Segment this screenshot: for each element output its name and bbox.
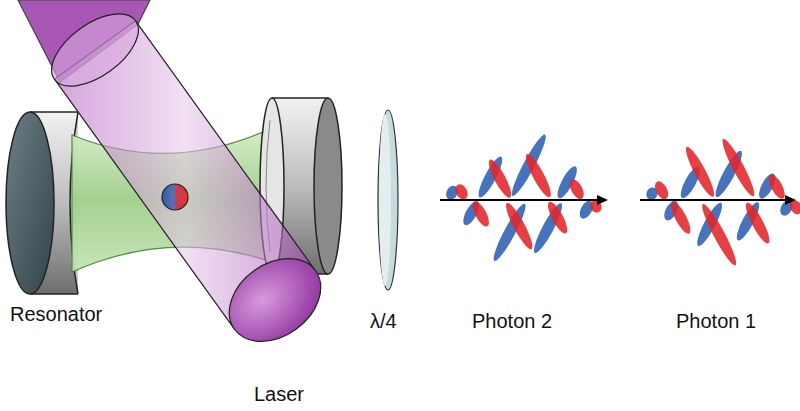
wave-lobe [544, 199, 570, 235]
wave-lobe [567, 177, 587, 201]
wave-lobe [766, 172, 788, 201]
part-label: Photon 2 [472, 310, 552, 332]
wave-lobe [522, 151, 555, 199]
photon-packet [644, 137, 800, 268]
photon-packet [444, 132, 604, 263]
part-label: Photon 1 [676, 310, 756, 332]
part-label: Resonator [10, 303, 102, 325]
wave-lobe [682, 144, 718, 199]
wave-lobe [652, 179, 671, 201]
quarter-wave-plate [378, 110, 398, 290]
part-label: Laser [254, 383, 304, 405]
wave-lobe [742, 200, 773, 246]
wave-lobe [485, 157, 515, 200]
propagation-axis [440, 195, 796, 205]
part-label: λ/4 [370, 310, 397, 332]
wave-lobe [502, 200, 536, 251]
wave-lobe [668, 200, 694, 237]
wave-lobe [718, 137, 758, 199]
wave-lobe [469, 199, 492, 229]
wave-lobe [698, 201, 740, 267]
wave-lobe [453, 182, 470, 202]
left-mirror [6, 112, 78, 294]
atom [162, 184, 188, 210]
